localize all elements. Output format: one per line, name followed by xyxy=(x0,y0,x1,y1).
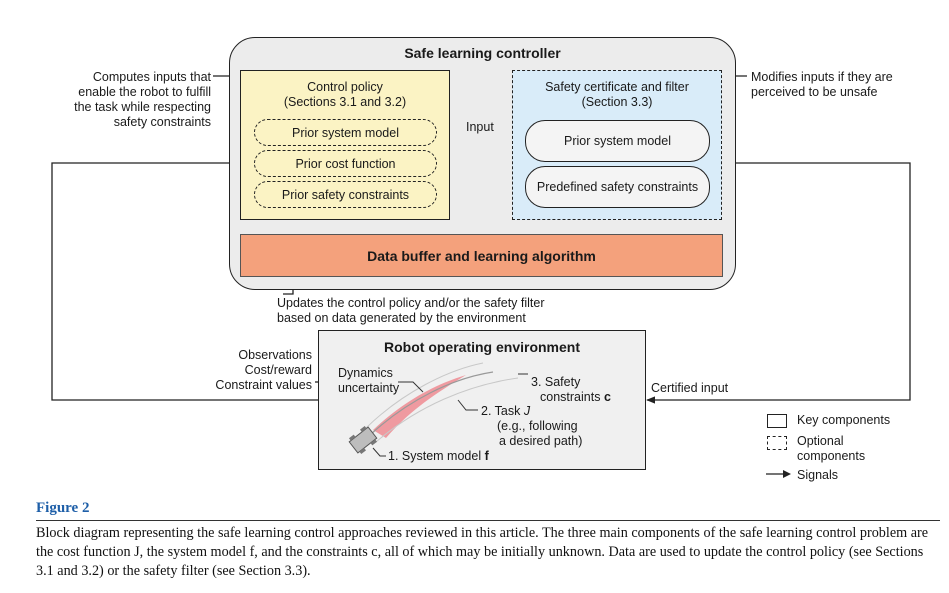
optional-components-swatch xyxy=(767,436,787,450)
desired-path-line xyxy=(369,371,494,436)
robot-scene xyxy=(348,362,528,457)
dynamics-uncertainty-label: Dynamics uncertainty xyxy=(338,366,400,395)
filter-annotation: Modifies inputs if they are perceived to… xyxy=(751,70,893,99)
control-policy-title: Control policy (Sections 3.1 and 3.2) xyxy=(283,80,407,109)
filter-system-model-pill: Prior system model xyxy=(525,120,710,162)
predefined-constraints-pill: Predefined safety constraints xyxy=(525,166,710,208)
safety-filter-title: Safety certificate and filter (Section 3… xyxy=(545,80,689,109)
robot-environment-box xyxy=(318,330,646,470)
legend-optional-label: Optional components xyxy=(797,434,866,463)
environment-title: Robot operating environment xyxy=(384,339,580,355)
observation-signal-line xyxy=(51,159,318,401)
key-components-swatch xyxy=(767,414,787,428)
certified-input-line xyxy=(646,162,911,404)
input-label: Input xyxy=(466,120,494,134)
robot-icon xyxy=(348,425,378,455)
constraint-line xyxy=(375,377,519,443)
safety-constraints-label: 3. Safety constraints c xyxy=(531,375,611,404)
legend-key-label: Key components xyxy=(797,413,891,427)
system-model-label: 1. System model f xyxy=(388,449,489,463)
policy-annotation: Computes inputs that enable the robot to… xyxy=(74,70,211,129)
signal-arrow-icon xyxy=(766,470,791,478)
caption-divider xyxy=(36,520,940,521)
prior-system-model-pill: Prior system model xyxy=(254,119,437,146)
controller-title: Safe learning controller xyxy=(404,45,561,61)
certified-input-label: Certified input xyxy=(651,381,729,395)
data-buffer-bar: Data buffer and learning algorithm xyxy=(240,234,723,277)
task-label: 2. Task J (e.g., following a desired pat… xyxy=(481,404,583,448)
prior-cost-function-pill: Prior cost function xyxy=(254,150,437,177)
figure-caption: Block diagram representing the safe lear… xyxy=(36,525,929,579)
environment-outputs: Observations Cost/reward Constraint valu… xyxy=(215,348,312,392)
constraint-line xyxy=(365,362,484,429)
updates-annotation: Updates the control policy and/or the sa… xyxy=(277,296,545,325)
figure-label: Figure 2 xyxy=(36,500,90,516)
dynamics-uncertainty-band xyxy=(373,375,466,438)
legend-signals-label: Signals xyxy=(797,468,838,482)
prior-safety-constraints-pill: Prior safety constraints xyxy=(254,181,437,208)
